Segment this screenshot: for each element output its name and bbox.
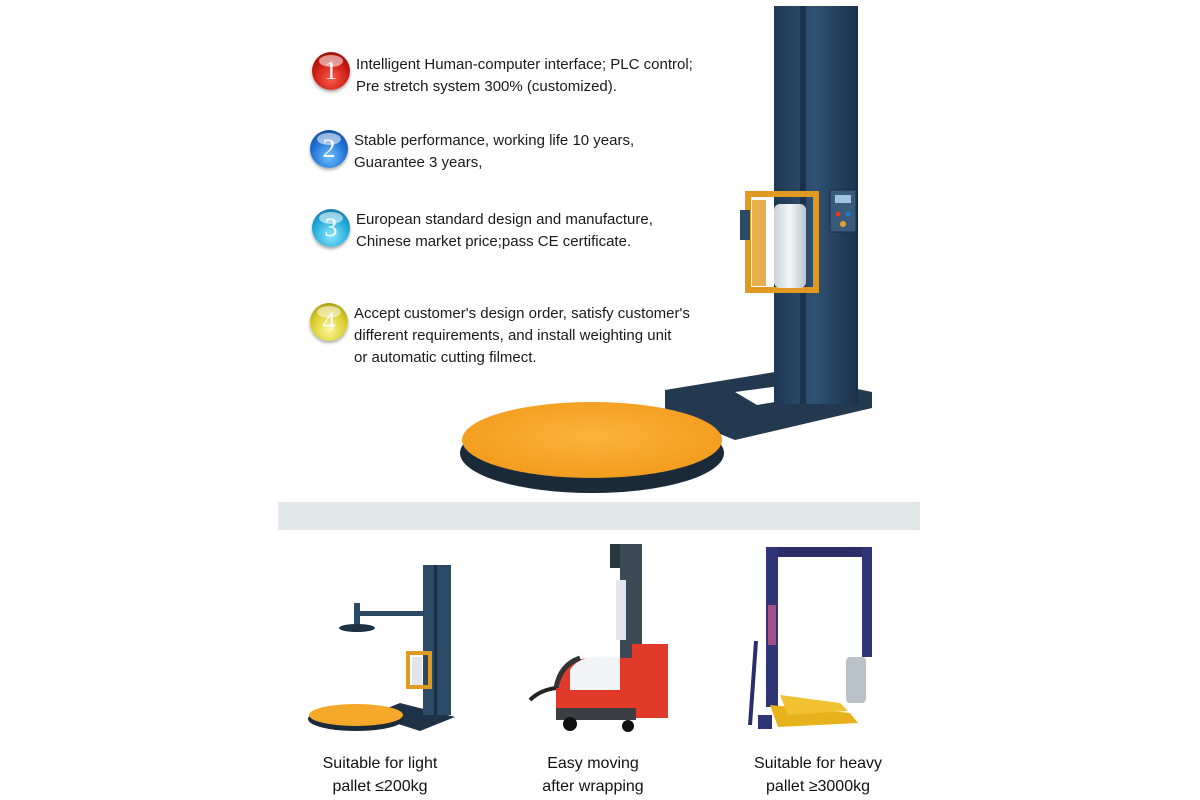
- feature-4-line-1: Accept customer's design order, satisfy …: [354, 305, 690, 322]
- mobile-wrapper-image: [528, 544, 668, 732]
- feature-3: 3 European standard design and manufactu…: [312, 209, 653, 253]
- feature-1-text: Intelligent Human-computer interface; PL…: [356, 54, 693, 98]
- feature-4: 4 Accept customer's design order, satisf…: [310, 303, 690, 369]
- number-3-badge-icon: 3: [312, 209, 350, 247]
- feature-4-text: Accept customer's design order, satisfy …: [354, 303, 690, 369]
- product-3-caption: Suitable for heavy pallet ≥3000kg: [718, 752, 918, 798]
- product-2-caption-line-2: after wrapping: [542, 778, 644, 795]
- feature-2: 2 Stable performance, working life 10 ye…: [310, 130, 634, 174]
- feature-2-line-1: Stable performance, working life 10 year…: [354, 132, 635, 149]
- product-1-caption-line-2: pallet ≤200kg: [332, 778, 428, 795]
- feature-1: 1 Intelligent Human-computer interface; …: [312, 52, 693, 98]
- main-stretch-wrapper-image: [460, 6, 872, 493]
- product-3-caption-line-2: pallet ≥3000kg: [766, 778, 870, 795]
- heavy-pallet-wrapper-image: [748, 547, 872, 729]
- feature-2-text: Stable performance, working life 10 year…: [354, 130, 634, 174]
- section-divider: [278, 502, 920, 530]
- light-pallet-wrapper-image: [308, 565, 455, 731]
- product-1-caption-line-1: Suitable for light: [322, 755, 438, 772]
- number-2-badge-icon: 2: [310, 130, 348, 168]
- product-3-caption-line-1: Suitable for heavy: [753, 755, 883, 772]
- feature-3-line-1: European standard design and manufacture…: [356, 211, 653, 228]
- feature-1-line-2: Pre stretch system 300% (customized).: [356, 78, 617, 95]
- number-4-badge-icon: 4: [310, 303, 348, 341]
- feature-2-line-2: Guarantee 3 years,: [354, 154, 483, 171]
- product-1-caption: Suitable for light pallet ≤200kg: [280, 752, 480, 798]
- product-2-caption-line-1: Easy moving: [547, 755, 639, 772]
- feature-1-line-1: Intelligent Human-computer interface; PL…: [356, 56, 693, 73]
- feature-3-text: European standard design and manufacture…: [356, 209, 653, 253]
- number-1-badge-icon: 1: [312, 52, 350, 90]
- feature-4-line-2: different requirements, and install weig…: [354, 327, 672, 344]
- feature-3-line-2: Chinese market price;pass CE certificate…: [356, 233, 632, 250]
- product-2-caption: Easy moving after wrapping: [493, 752, 693, 798]
- feature-4-line-3: or automatic cutting filmect.: [354, 349, 537, 366]
